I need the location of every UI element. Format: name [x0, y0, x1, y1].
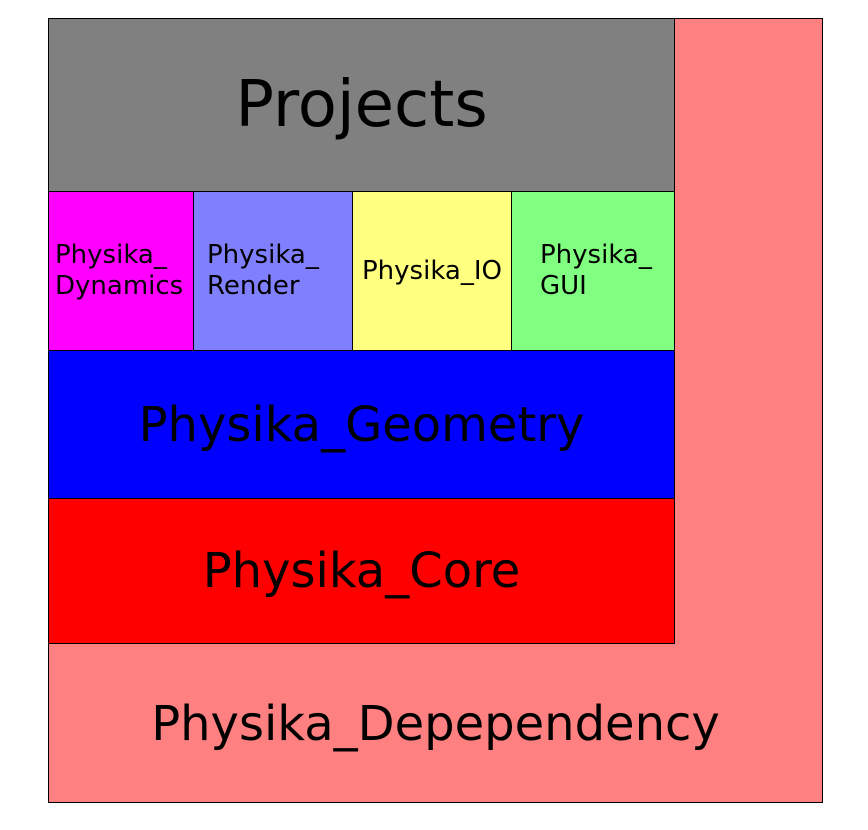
render-module: Physika_ Render: [193, 191, 353, 351]
io-module: Physika_IO: [352, 191, 512, 351]
io-label: Physika_IO: [362, 255, 502, 286]
render-label: Physika_ Render: [207, 240, 319, 301]
gui-module: Physika_ GUI: [511, 191, 675, 351]
gui-label: Physika_ GUI: [540, 240, 652, 301]
dynamics-label: Physika_ Dynamics: [55, 240, 184, 301]
geometry-layer: Physika_Geometry: [48, 350, 675, 499]
projects-layer: Projects: [48, 18, 675, 192]
projects-label: Projects: [235, 68, 488, 142]
core-layer: Physika_Core: [48, 498, 675, 644]
dependency-label: Physika_Depependency: [151, 696, 720, 752]
geometry-label: Physika_Geometry: [138, 396, 585, 453]
dynamics-module: Physika_ Dynamics: [48, 191, 194, 351]
core-label: Physika_Core: [202, 543, 521, 599]
